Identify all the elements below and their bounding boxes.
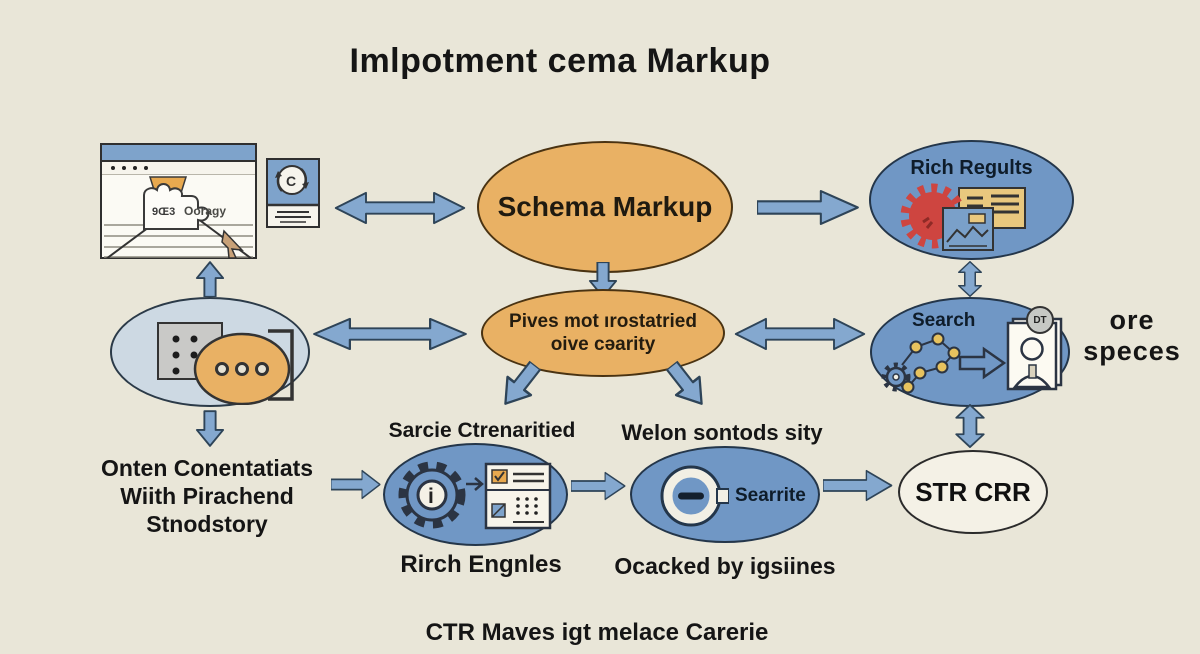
checklist-card-icon [484, 462, 551, 529]
structured-line2: oive cəarity [550, 334, 656, 355]
schema-markup-node: Schema Markup [477, 141, 733, 273]
magnifier-icon [660, 465, 729, 527]
window-dot [133, 166, 137, 170]
structured-line1: Pives mot ırostatried [509, 311, 697, 332]
crawl-node: i [383, 443, 568, 546]
side-text: ore speces [1083, 305, 1181, 366]
browser-label: Ooragy [184, 204, 226, 218]
search-badge-text: DT [1033, 314, 1047, 326]
arrow-ellipse-browser-up [195, 261, 225, 297]
crawl-icons: i [398, 461, 551, 529]
arrow-browser-schema [334, 191, 466, 225]
search-knowledge-icons [881, 317, 1063, 394]
window-dot [144, 166, 148, 170]
content-line3: Stnodstory [146, 511, 268, 537]
page-title: Imlpotment cema Markup [349, 42, 771, 80]
sitesearch-label: Searrite [735, 485, 806, 506]
crawl-top-label: Sarcie Ctrenaritied [388, 419, 576, 442]
window-dot [122, 166, 126, 170]
browser-content-graphic: 9Œ3 Ooragy [104, 176, 253, 260]
chart-card-icon [941, 207, 994, 251]
content-line2: Wiith Pirachend [120, 483, 294, 509]
gear-icon [881, 362, 911, 392]
refresh-glyph: C [286, 173, 296, 189]
browser-window-icon: 9Œ3 Ooragy [100, 143, 257, 260]
arrow-structured-search [734, 317, 866, 351]
info-glyph: i [428, 485, 434, 508]
browser-dots-row [102, 162, 255, 175]
search-badge: DT [1026, 306, 1054, 334]
refresh-card-icon: C [266, 158, 320, 228]
search-label: Search [912, 310, 976, 331]
block-arrow-icon [958, 346, 1007, 380]
window-dot [111, 166, 115, 170]
refresh-card-graphic: C [268, 165, 318, 226]
puzzle-piece-icon [143, 183, 210, 230]
browser-title-bar [102, 145, 255, 162]
crawl-bottom-label: Rirch Engnles [400, 551, 562, 578]
arrow-sitesearch-ctr [823, 469, 893, 502]
cursor-icon [221, 229, 244, 259]
content-text-block: Onten Conentatiats Wiith Pirachend Stnod… [47, 454, 367, 538]
rich-results-label: Rich Regults [910, 157, 1033, 179]
arrow-text-crawl [331, 469, 381, 500]
sitesearch-top-label: Welon sontods sity [621, 420, 823, 445]
sitesearch-node: Searrite [630, 446, 820, 543]
puzzle-glyphs: 9Œ3 [152, 206, 175, 218]
sitesearch-bottom-label: Ocacked by igsiines [614, 553, 836, 579]
arrow-schema-richresults [757, 190, 859, 225]
chat-domino-icons [157, 322, 294, 405]
arrow-content-structured [313, 317, 467, 351]
rich-results-icons [900, 183, 1026, 251]
content-line1: Onten Conentatiats [100, 455, 314, 481]
profile-card-icon [1006, 317, 1063, 391]
footer-caption: CTR Maves igt melace Carerie [425, 619, 769, 646]
small-arrow-icon [465, 476, 484, 491]
ctr-label: STR CRR [915, 476, 1031, 507]
arrow-contentnode-text-down [195, 410, 225, 447]
arrow-structured-sitesearch-diagonal [665, 360, 703, 405]
arrow-search-ctr-vertical [955, 404, 985, 448]
schema-markup-label: Schema Markup [497, 191, 713, 222]
arrow-richresults-search-vertical [958, 261, 982, 297]
rich-results-node: Rich Regults [869, 140, 1074, 260]
content-chat-node [110, 297, 310, 407]
structured-data-node: Pives mot ırostatried oive cəarity [481, 289, 725, 377]
arrow-crawl-sitesearch [571, 471, 626, 501]
bracket-shape [268, 329, 294, 401]
ctr-node: STR CRR [898, 450, 1048, 534]
info-gear-icon: i [398, 461, 465, 528]
arrow-structured-crawl-diagonal [504, 360, 542, 405]
